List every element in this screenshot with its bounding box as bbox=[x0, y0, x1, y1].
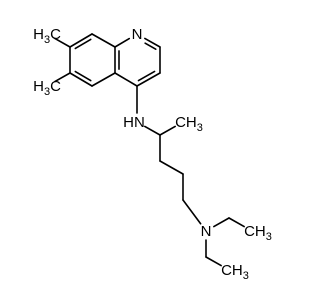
atom-label-a12: H3C bbox=[33, 78, 61, 98]
bond-a19-a20 bbox=[213, 217, 230, 228]
bond-a13-a14 bbox=[144, 125, 161, 136]
bond-a5-a6 bbox=[114, 72, 138, 87]
bond-a9-a10 bbox=[69, 33, 93, 48]
atom-label-a19: N bbox=[201, 223, 212, 240]
atom-label-a23: CH3 bbox=[221, 262, 249, 282]
bond-a1-a2 bbox=[114, 37, 131, 48]
bond-a2-a3 bbox=[144, 37, 161, 48]
bond-a16-a17 bbox=[159, 160, 184, 175]
bond-inner-a7-a8 bbox=[74, 70, 92, 82]
bond-a4-a5 bbox=[136, 72, 161, 87]
bond-a14-a15 bbox=[159, 125, 176, 136]
bond-a7-a8 bbox=[69, 72, 93, 87]
bond-a18-a19 bbox=[182, 199, 202, 225]
bond-inner-a2-a3 bbox=[144, 42, 157, 51]
bond-a22-a23 bbox=[205, 256, 222, 267]
bond-a20-a21 bbox=[228, 217, 245, 228]
atom-label-a21: CH3 bbox=[244, 223, 272, 243]
atom-label-a11: H3C bbox=[33, 26, 61, 46]
bond-a9-a11 bbox=[54, 37, 71, 48]
bond-inner-a4-a5 bbox=[137, 70, 156, 82]
atom-label-a15: CH3 bbox=[175, 114, 203, 134]
bond-a8-a12 bbox=[54, 72, 71, 83]
atom-label-a13: HN bbox=[123, 114, 145, 131]
atom-label-a2: N bbox=[132, 26, 143, 43]
bond-a6-a7 bbox=[91, 72, 116, 87]
bond-a10-a1 bbox=[91, 33, 116, 48]
bond-inner-a9-a10 bbox=[74, 38, 92, 50]
